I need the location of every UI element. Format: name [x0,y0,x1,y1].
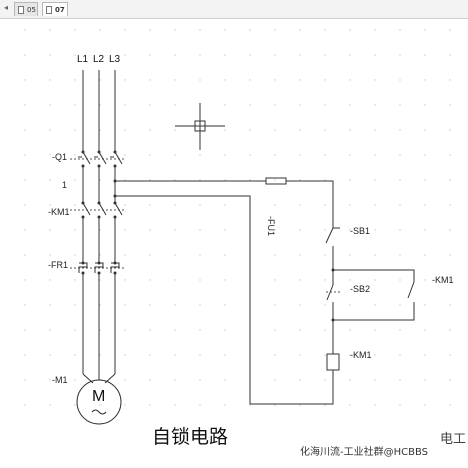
breaker-q1 [70,151,124,165]
label-fu1: -FU1 [266,216,276,236]
chevron-left-icon[interactable]: ◂ [4,3,9,12]
phase-label-l1: L1 [77,54,89,65]
motor-letter: M [92,388,105,405]
crosshair-cursor-icon [175,103,225,150]
coil-km1-icon [326,353,340,371]
power-lines [82,70,116,374]
watermark-text: 化海川流-工业社群@HCBBS [300,445,428,458]
tab-bar: ◂ 05 07 [0,0,468,19]
label-m1: -M1 [52,375,68,385]
document-icon [46,6,52,14]
diagram-title: 自锁电路 [152,426,228,448]
label-q1: -Q1 [52,152,67,162]
phase-label-l2: L2 [93,54,105,65]
tab-07[interactable]: 07 [42,2,68,16]
label-sb1: -SB1 [350,226,370,236]
tab-label: 05 [27,6,36,14]
label-km1-coil: -KM1 [350,350,372,360]
overload-relay-fr1 [70,262,124,273]
phase-label-l3: L3 [109,54,121,65]
contactor-km1-main [70,202,124,216]
motor-m1 [76,373,122,425]
label-one: 1 [62,180,67,190]
label-km1-aux: -KM1 [432,275,454,285]
label-fr1: -FR1 [48,260,68,270]
label-sb2: -SB2 [350,284,370,294]
document-icon [18,6,24,14]
fuse-fu1-icon [265,177,287,185]
label-km1: -KM1 [48,207,70,217]
tab-05[interactable]: 05 [14,2,38,16]
grid-dots [24,29,451,406]
tab-label: 07 [55,6,65,14]
watermark-corner: 电工 [440,432,466,447]
control-circuit [115,177,415,405]
